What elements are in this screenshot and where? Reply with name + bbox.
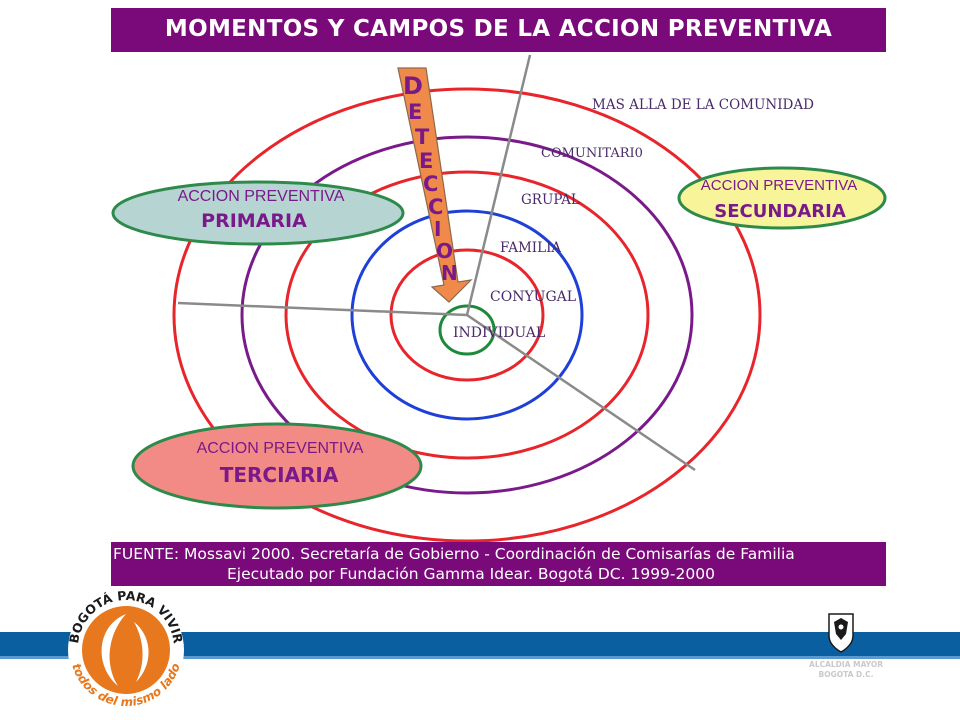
badge-terciaria-line2: TERCIARIA bbox=[220, 463, 339, 487]
ring-familia bbox=[350, 209, 584, 421]
logo-swoosh bbox=[101, 614, 126, 686]
alcaldia-label: ALCALDIA MAYOR BOGOTA D.C. bbox=[798, 660, 894, 680]
badge-secundaria-line1: ACCION PREVENTIVA bbox=[701, 177, 857, 194]
detection-letter: N bbox=[441, 261, 458, 285]
ring-conyugal bbox=[389, 248, 545, 382]
ring-label-conyugal: CONYUGAL bbox=[490, 289, 576, 305]
detection-letter: T bbox=[415, 125, 430, 149]
badge-primaria-shape bbox=[111, 180, 405, 246]
badge-secundaria: ACCION PREVENTIVA SECUNDARIA bbox=[677, 166, 887, 230]
source-bar: FUENTE: Mossavi 2000. Secretaría de Gobi… bbox=[111, 542, 886, 586]
detection-letters: D E T E C C I O N bbox=[403, 72, 458, 285]
footer-band-highlight bbox=[0, 656, 960, 659]
bogota-logo-graphic: BOGOTÁ PARA VIVIR todos del mismo lado bbox=[66, 588, 186, 709]
prevention-diagram: MAS ALLA DE LA COMUNIDAD COMUNITARI0 GRU… bbox=[111, 54, 887, 543]
alcaldia-line-1: ALCALDIA MAYOR bbox=[809, 660, 883, 669]
detection-letter: C bbox=[428, 195, 443, 219]
ring-label-grupal: GRUPAL bbox=[521, 192, 580, 208]
ring-grupal bbox=[284, 170, 650, 460]
bogota-logo: BOGOTÁ PARA VIVIR todos del mismo lado bbox=[56, 586, 196, 709]
divider-line-top bbox=[465, 54, 532, 316]
page-title: MOMENTOS Y CAMPOS DE LA ACCION PREVENTIV… bbox=[164, 16, 833, 42]
detection-arrow bbox=[397, 67, 473, 303]
ring-label-comunitario: COMUNITARI0 bbox=[541, 146, 643, 161]
badge-primaria-line1: ACCION PREVENTIVA bbox=[178, 188, 345, 205]
badge-terciaria: ACCION PREVENTIVA TERCIARIA bbox=[131, 422, 423, 510]
detection-letter: I bbox=[434, 217, 441, 241]
ring-mas-alla bbox=[172, 87, 762, 543]
source-line-1: FUENTE: Mossavi 2000. Secretaría de Gobi… bbox=[113, 545, 795, 563]
badge-terciaria-shape bbox=[131, 422, 423, 510]
divider-line-left bbox=[177, 301, 468, 317]
badge-primaria-line2: PRIMARIA bbox=[201, 210, 307, 232]
divider-line-right bbox=[466, 313, 696, 472]
bogota-crest bbox=[826, 610, 856, 654]
ring-label-familia: FAMILIA bbox=[500, 240, 561, 256]
detection-letter: E bbox=[419, 149, 433, 173]
detection-letter: D bbox=[403, 72, 423, 100]
badge-primaria: ACCION PREVENTIVA PRIMARIA bbox=[111, 180, 405, 246]
crest-icon bbox=[828, 613, 854, 653]
badge-secundaria-shape bbox=[677, 166, 887, 230]
detection-letter: E bbox=[408, 100, 422, 124]
source-line-2: Ejecutado por Fundación Gamma Idear. Bog… bbox=[227, 565, 715, 583]
logo-orange-disc bbox=[82, 606, 170, 694]
ring-label-individual: INDIVIDUAL bbox=[453, 325, 545, 341]
badge-terciaria-line1: ACCION PREVENTIVA bbox=[197, 440, 364, 457]
alcaldia-line-2: BOGOTA D.C. bbox=[818, 670, 874, 679]
detection-letter: C bbox=[423, 172, 438, 196]
logo-swoosh-2 bbox=[134, 622, 149, 682]
badge-secundaria-line2: SECUNDARIA bbox=[714, 201, 846, 222]
ring-individual bbox=[438, 304, 496, 356]
ring-label-mas-alla: MAS ALLA DE LA COMUNIDAD bbox=[592, 97, 814, 113]
title-bar: MOMENTOS Y CAMPOS DE LA ACCION PREVENTIV… bbox=[111, 8, 886, 52]
detection-letter: O bbox=[436, 239, 453, 263]
ring-comunitario bbox=[240, 135, 694, 495]
